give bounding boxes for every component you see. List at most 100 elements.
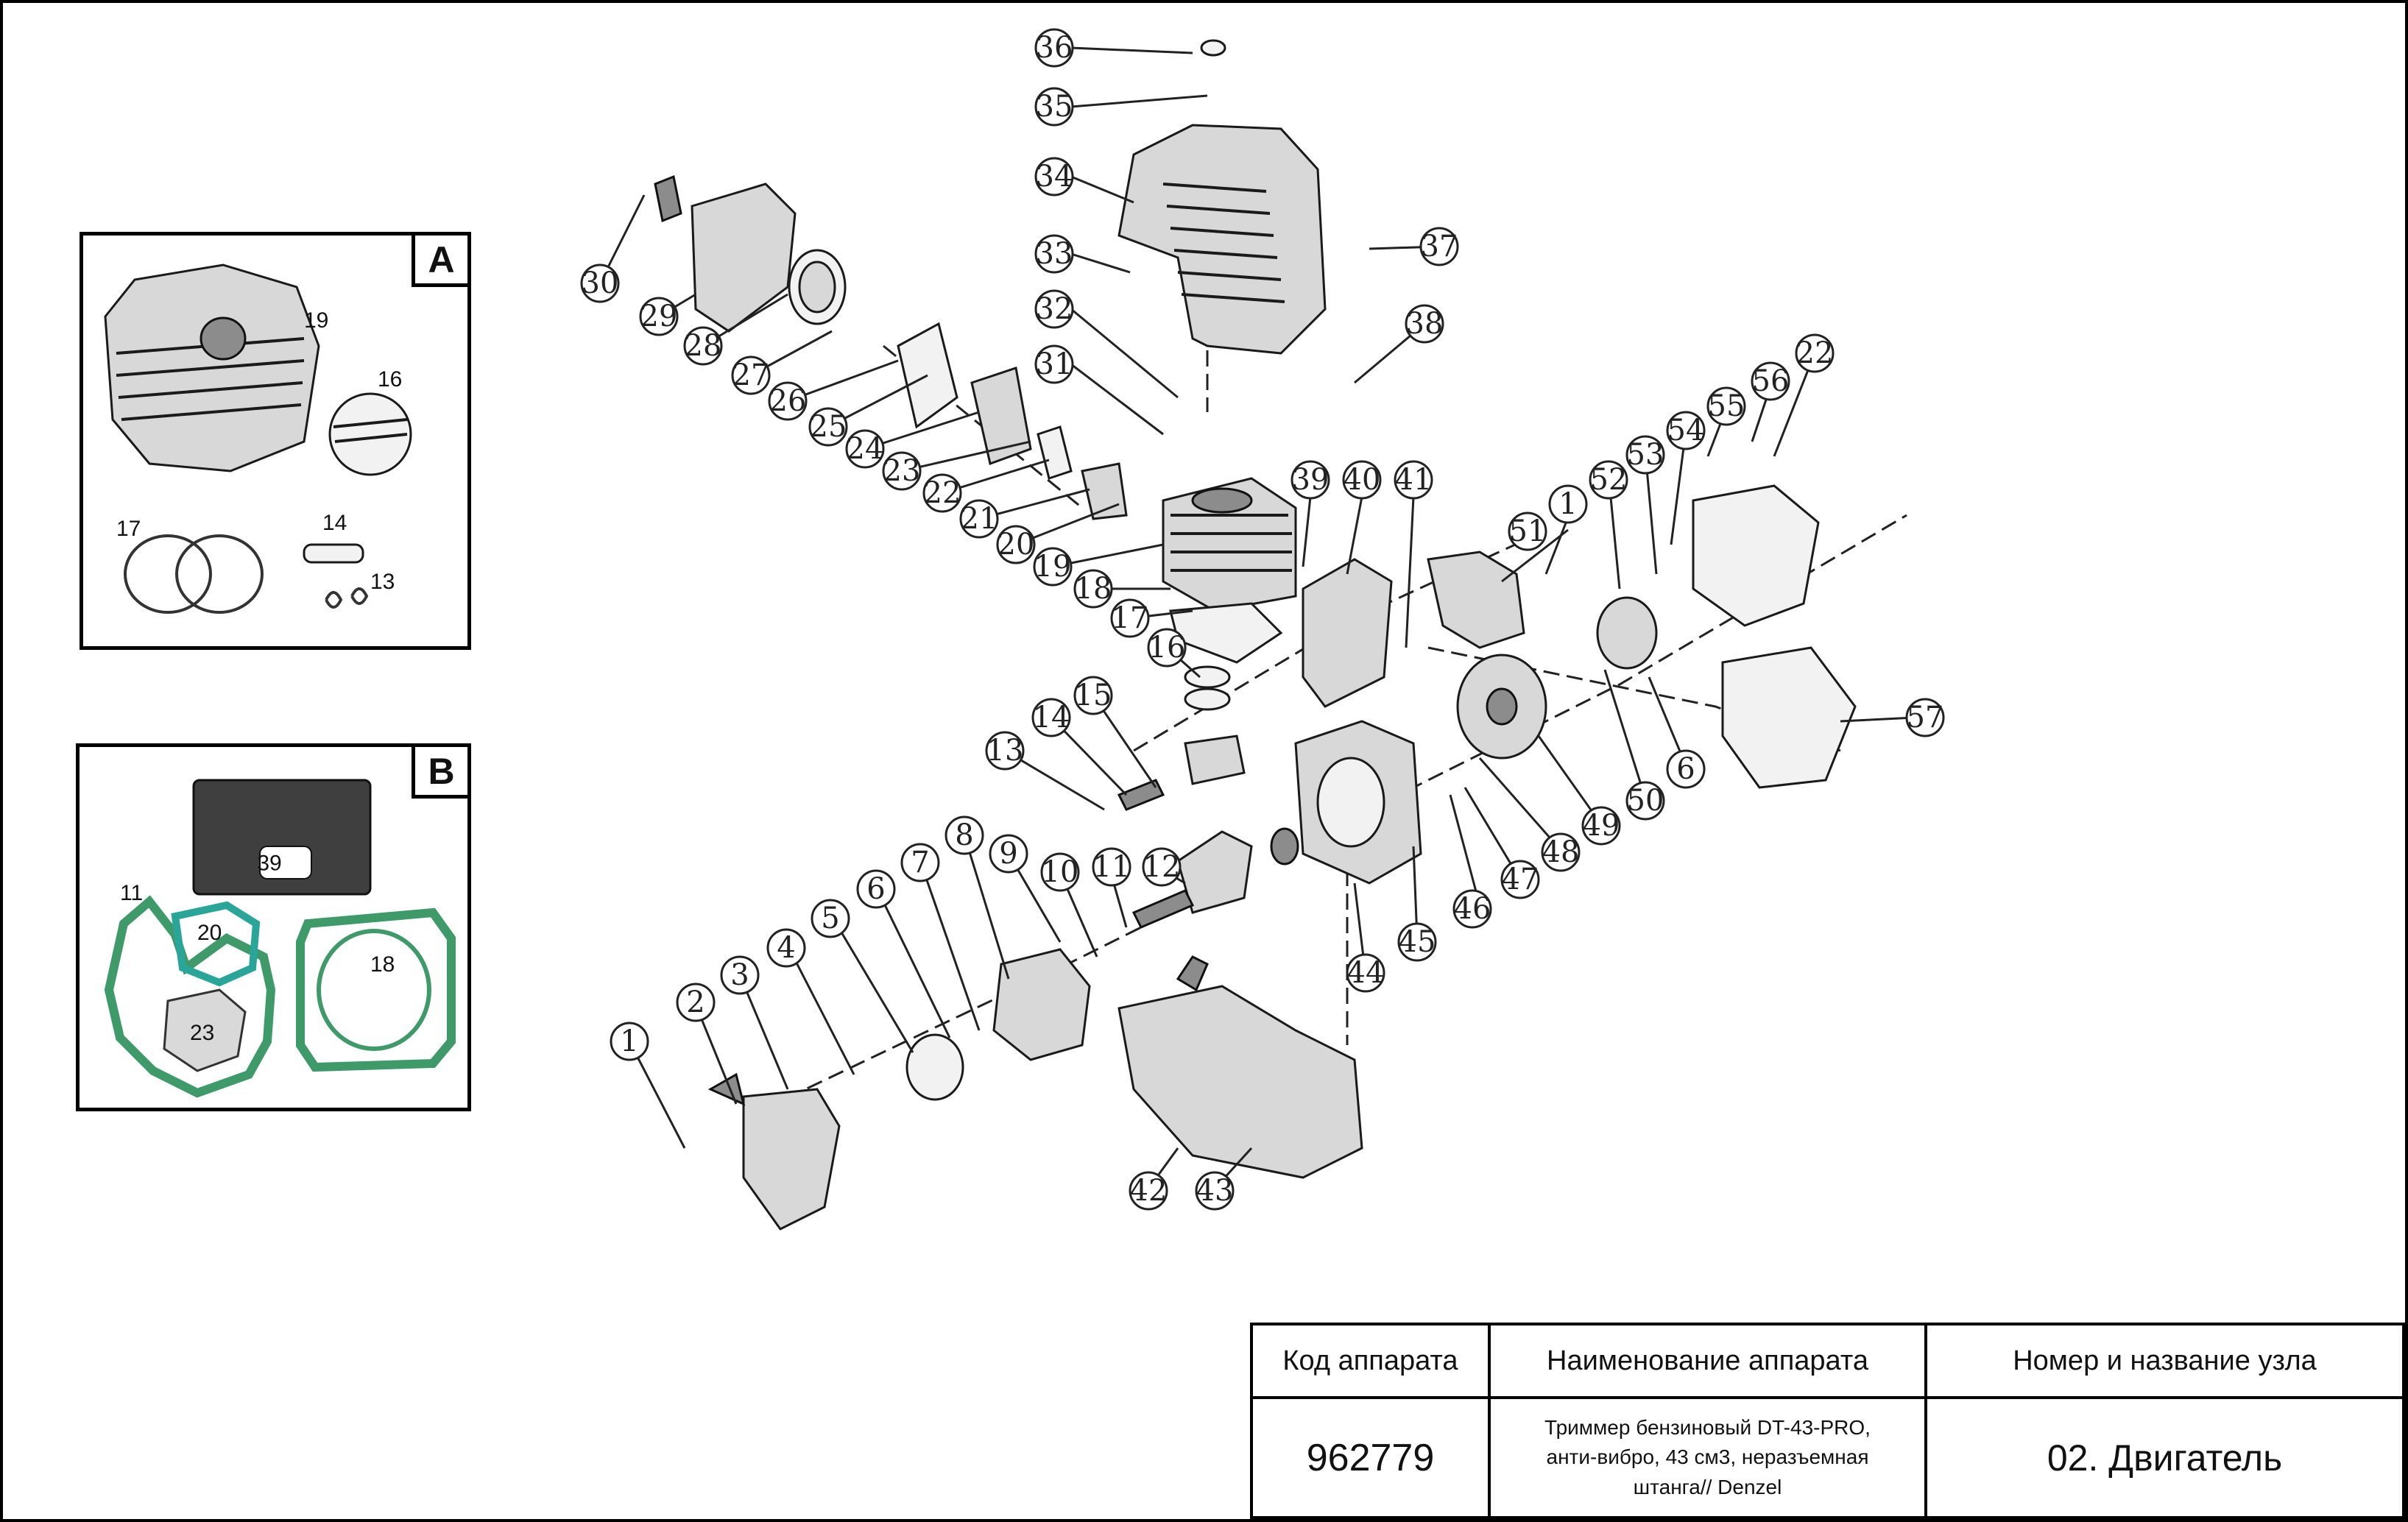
callout-42: 42 (1129, 1171, 1168, 1211)
callout-14: 14 (1031, 698, 1071, 737)
svg-text:55: 55 (1708, 389, 1745, 423)
header-device-name: Наименование аппарата (1491, 1325, 1927, 1399)
gasket-39-image (192, 779, 372, 896)
svg-text:42: 42 (1130, 1174, 1168, 1208)
svg-text:13: 13 (986, 734, 1024, 768)
callout-35: 35 (1034, 87, 1074, 127)
inset-b-panel: B 39 11 20 18 23 (76, 743, 471, 1111)
piston-pin-photo (303, 543, 364, 564)
svg-text:48: 48 (1542, 835, 1580, 869)
callout-18: 18 (1073, 569, 1113, 609)
callout-24: 24 (845, 429, 885, 469)
callout-38: 38 (1405, 304, 1444, 344)
svg-text:38: 38 (1406, 307, 1444, 341)
header-assembly-name: Номер и название узла (1927, 1325, 2405, 1399)
callout-17: 17 (1110, 598, 1150, 638)
clutch-part (1596, 596, 1658, 670)
bracket-part (1721, 646, 1857, 789)
callout-19: 19 (1033, 547, 1073, 587)
callout-7: 7 (900, 843, 940, 882)
callout-31: 31 (1034, 344, 1074, 384)
piston-photo (328, 392, 412, 476)
callout-36: 36 (1034, 28, 1074, 68)
callout-46: 46 (1452, 889, 1492, 929)
clip-photo-a (325, 591, 343, 609)
svg-text:11: 11 (1093, 850, 1131, 884)
callout-44: 44 (1346, 953, 1385, 993)
svg-text:17: 17 (1112, 601, 1149, 635)
svg-text:43: 43 (1196, 1174, 1234, 1208)
svg-text:14: 14 (1033, 701, 1070, 735)
callout-50: 50 (1625, 781, 1665, 821)
callout-10: 10 (1040, 852, 1080, 892)
svg-text:26: 26 (769, 384, 807, 418)
cylinder-part (1162, 477, 1297, 612)
svg-text:29: 29 (640, 300, 678, 333)
svg-text:4: 4 (777, 931, 795, 965)
fuel-tank-part (1118, 955, 1363, 1179)
callout-37: 37 (1419, 227, 1459, 266)
inset-a-letter: A (428, 238, 455, 280)
callout-25: 25 (808, 407, 848, 447)
callout-3: 3 (720, 955, 760, 995)
svg-text:54: 54 (1667, 414, 1705, 447)
svg-text:16: 16 (1148, 631, 1186, 665)
svg-text:10: 10 (1042, 855, 1079, 889)
gasket-23-image (163, 988, 247, 1072)
callout-27: 27 (731, 355, 771, 395)
muffler-part (1302, 558, 1393, 708)
svg-text:32: 32 (1036, 292, 1073, 326)
clutch-housing-part (1692, 484, 1820, 627)
top-cover-part (1118, 39, 1327, 355)
inset-a-panel: A 19 16 17 14 13 (80, 232, 471, 650)
svg-text:31: 31 (1036, 347, 1073, 381)
svg-text:30: 30 (582, 266, 619, 300)
callout-41: 41 (1394, 460, 1433, 500)
callout-1-upper: 1 (1548, 484, 1588, 524)
callout-47: 47 (1500, 860, 1540, 899)
callout-53: 53 (1625, 435, 1665, 475)
piston-part (1184, 665, 1246, 785)
callout-34: 34 (1034, 157, 1074, 197)
svg-text:23: 23 (883, 454, 921, 488)
callout-21: 21 (959, 499, 999, 539)
callout-43: 43 (1195, 1171, 1235, 1211)
svg-text:49: 49 (1583, 809, 1620, 843)
inset-b-label-20: 20 (197, 921, 222, 945)
callout-39: 39 (1290, 460, 1330, 500)
callout-6-right: 6 (1666, 749, 1706, 789)
svg-text:39: 39 (1292, 463, 1330, 497)
ring-photo-a (124, 534, 212, 614)
assembly-name-value: 02. Двигатель (1927, 1399, 2405, 1519)
pulley-part (905, 1033, 964, 1101)
svg-text:24: 24 (847, 432, 884, 466)
callout-22: 22 (922, 473, 962, 513)
callout-20: 20 (996, 525, 1036, 564)
callout-5: 5 (811, 899, 850, 938)
callout-54: 54 (1666, 411, 1706, 450)
callout-2: 2 (676, 983, 716, 1022)
svg-text:56: 56 (1752, 364, 1790, 398)
ring-photo-b (175, 534, 264, 614)
inset-b-label-23: 23 (190, 1021, 214, 1045)
svg-text:15: 15 (1075, 679, 1112, 712)
svg-text:57: 57 (1907, 701, 1944, 735)
clip-photo-b (350, 587, 369, 605)
svg-text:37: 37 (1421, 230, 1458, 263)
callout-1: 1 (610, 1022, 649, 1061)
svg-text:3: 3 (730, 958, 749, 992)
callout-45: 45 (1397, 922, 1437, 962)
crankshaft-part (1131, 827, 1299, 929)
callout-28: 28 (683, 326, 723, 366)
inset-b-label-39: 39 (257, 852, 281, 876)
svg-text:1: 1 (620, 1024, 638, 1058)
callout-33: 33 (1034, 234, 1074, 274)
svg-text:40: 40 (1344, 463, 1381, 497)
callout-49: 49 (1581, 806, 1621, 846)
inset-b-letter-box: B (412, 747, 467, 799)
svg-text:5: 5 (821, 902, 839, 935)
svg-text:45: 45 (1399, 925, 1436, 959)
inset-b-label-18: 18 (370, 952, 395, 977)
callout-29: 29 (639, 297, 679, 336)
